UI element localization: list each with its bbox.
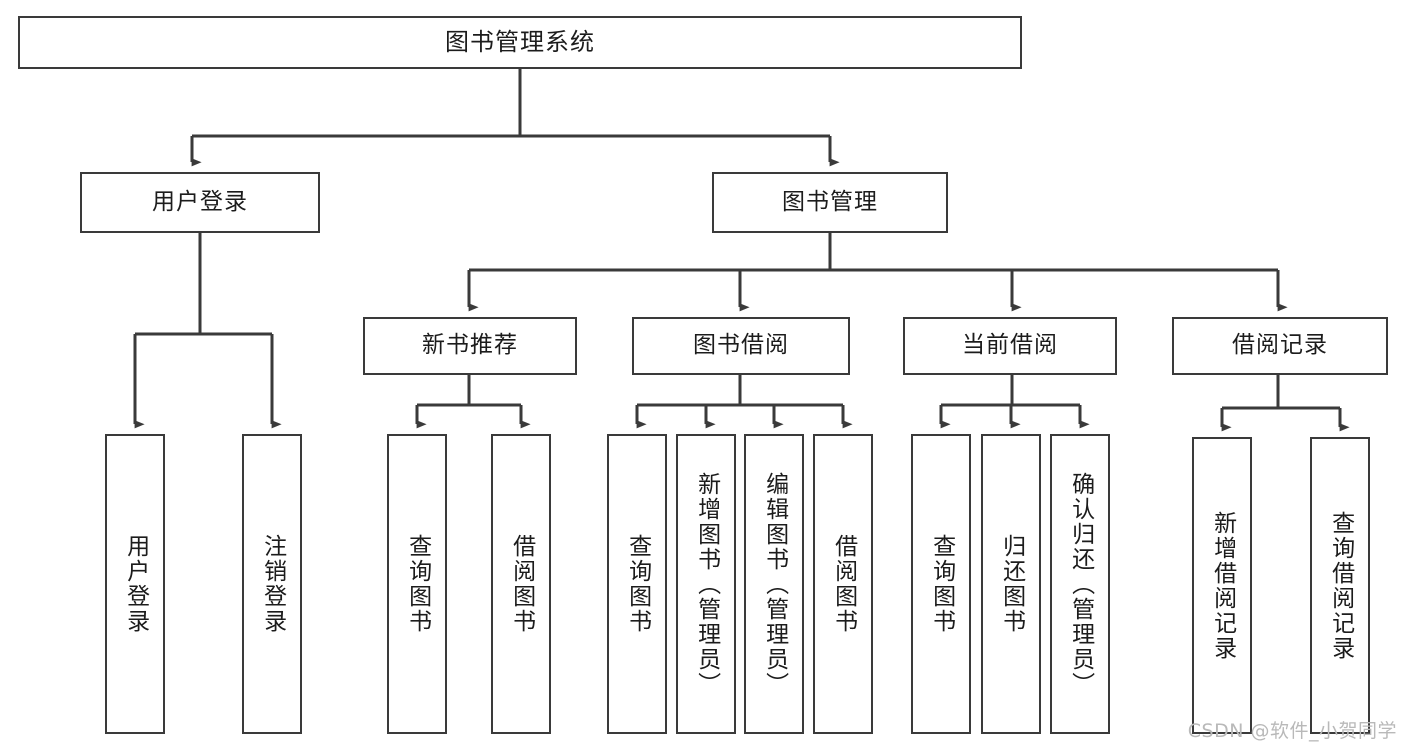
leaf-borrow-borrow-book[interactable]: 借阅图书 (813, 434, 873, 734)
leaf-borrow-add-book-admin[interactable]: 新增图书（管理员） (676, 434, 736, 734)
node-label: 用户登录 (122, 534, 149, 634)
leaf-user-login[interactable]: 用户登录 (105, 434, 165, 734)
node-label: 用户登录 (152, 188, 248, 215)
leaf-borrow-query-book[interactable]: 查询图书 (607, 434, 667, 734)
node-current-borrow[interactable]: 当前借阅 (903, 317, 1117, 375)
leaf-current-query-book[interactable]: 查询图书 (911, 434, 971, 734)
leaf-recommend-borrow-book[interactable]: 借阅图书 (491, 434, 551, 734)
node-label: 查询图书 (624, 534, 651, 634)
node-label: 查询图书 (404, 534, 431, 634)
node-label: 新增借阅记录 (1209, 510, 1236, 661)
node-label: 借阅图书 (508, 534, 535, 634)
node-label: 图书管理 (782, 188, 878, 215)
node-user-login[interactable]: 用户登录 (80, 172, 320, 233)
node-label: 编辑图书（管理员） (761, 471, 788, 697)
node-label: 查询借阅记录 (1327, 510, 1354, 661)
node-book-borrow[interactable]: 图书借阅 (632, 317, 850, 375)
node-label: 查询图书 (928, 534, 955, 634)
node-label: 新增图书（管理员） (693, 471, 720, 697)
node-label: 借阅记录 (1232, 332, 1328, 359)
node-label: 当前借阅 (962, 332, 1058, 359)
csdn-watermark: CSDN @软件_小贺同学 (1187, 720, 1397, 742)
leaf-current-confirm-return-admin[interactable]: 确认归还（管理员） (1050, 434, 1110, 734)
leaf-recommend-query-book[interactable]: 查询图书 (387, 434, 447, 734)
leaf-record-add-record[interactable]: 新增借阅记录 (1192, 437, 1252, 734)
leaf-borrow-edit-book-admin[interactable]: 编辑图书（管理员） (744, 434, 804, 734)
node-label: 注销登录 (259, 534, 286, 634)
node-root-system[interactable]: 图书管理系统 (18, 16, 1022, 69)
node-label: 图书管理系统 (445, 28, 595, 57)
leaf-record-query-record[interactable]: 查询借阅记录 (1310, 437, 1370, 734)
node-label: 确认归还（管理员） (1067, 471, 1094, 697)
node-book-management[interactable]: 图书管理 (712, 172, 948, 233)
leaf-current-return-book[interactable]: 归还图书 (981, 434, 1041, 734)
node-label: 归还图书 (998, 534, 1025, 634)
leaf-user-logout[interactable]: 注销登录 (242, 434, 302, 734)
node-new-book-recommend[interactable]: 新书推荐 (363, 317, 577, 375)
node-label: 图书借阅 (693, 332, 789, 359)
node-label: 借阅图书 (830, 534, 857, 634)
node-label: 新书推荐 (422, 332, 518, 359)
node-borrow-record[interactable]: 借阅记录 (1172, 317, 1388, 375)
